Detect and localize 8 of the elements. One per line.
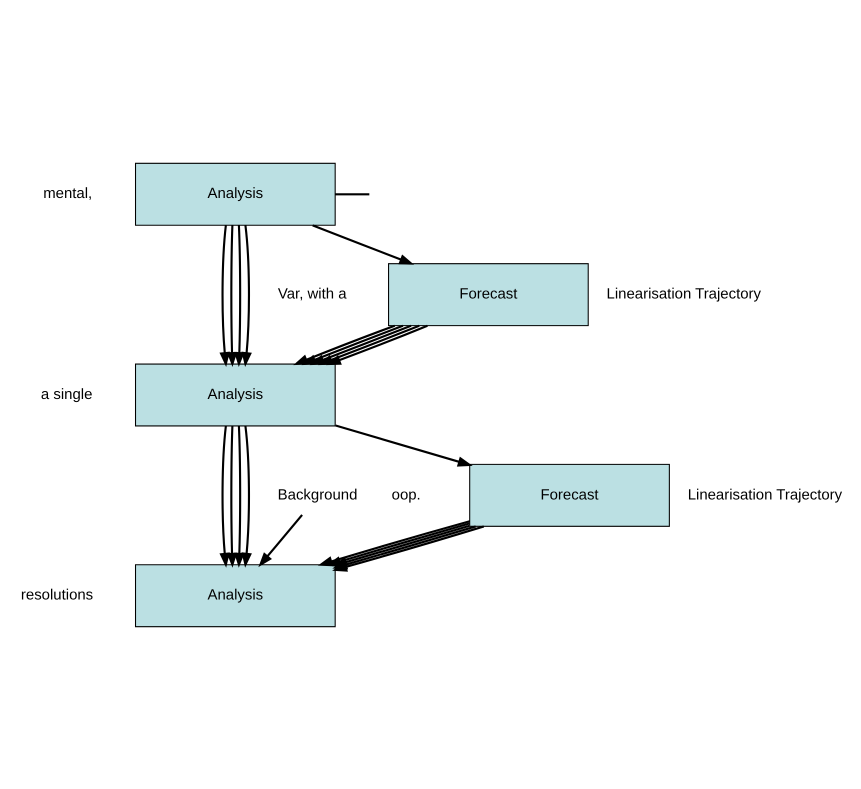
node-text: Background <box>277 486 357 503</box>
label: resolutions <box>20 586 93 604</box>
label: Linearisation Trajectory <box>687 486 842 503</box>
label: mental, <box>42 184 92 202</box>
label: a single <box>40 385 92 402</box>
label: Var, with a <box>277 285 346 302</box>
label: oop. <box>391 486 420 503</box>
label: Linearisation Trajectory <box>606 285 760 302</box>
